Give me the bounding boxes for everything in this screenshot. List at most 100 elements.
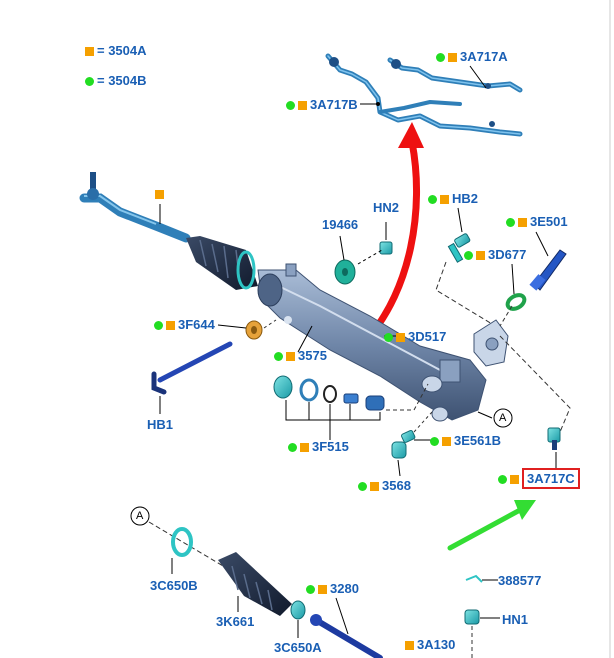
green-dot-marker bbox=[154, 321, 163, 330]
orange-square-marker bbox=[298, 101, 307, 110]
label-A-lower: A bbox=[136, 509, 143, 523]
label-3D677-text: 3D677 bbox=[488, 247, 527, 262]
bolt-HB1 bbox=[151, 341, 233, 395]
label-A-upper: A bbox=[499, 411, 506, 425]
label-HN1: HN1 bbox=[502, 613, 528, 627]
label-HB2-text: HB2 bbox=[452, 191, 479, 206]
label-3A717B: 3A717B bbox=[286, 98, 358, 112]
nut-3568 bbox=[391, 441, 407, 459]
bushing-3F644 bbox=[245, 320, 263, 340]
label-3F515-text: 3F515 bbox=[312, 439, 349, 454]
label-3F644-text: 3F644 bbox=[178, 317, 215, 332]
steering-gear-housing bbox=[257, 263, 487, 422]
label-3575-text: 3575 bbox=[298, 348, 327, 363]
green-dot-marker bbox=[306, 585, 315, 594]
valve-housing bbox=[473, 319, 509, 367]
label-3F515: 3F515 bbox=[288, 440, 349, 454]
label-388577-text: 388577 bbox=[498, 573, 542, 588]
label-3504A-marker-only bbox=[155, 187, 167, 201]
legend-orange: = 3504A bbox=[85, 44, 147, 58]
orange-square-marker bbox=[300, 443, 309, 452]
orange-square-marker bbox=[476, 251, 485, 260]
label-3C650B-text: 3C650B bbox=[150, 578, 198, 593]
orange-square-marker bbox=[442, 437, 451, 446]
label-3A130: 3A130 bbox=[405, 638, 455, 652]
red-callout-arrow bbox=[364, 122, 424, 342]
orange-square-marker bbox=[448, 53, 457, 62]
orange-square-marker bbox=[440, 195, 449, 204]
label-3A717B-text: 3A717B bbox=[310, 97, 358, 112]
nut-HN1 bbox=[464, 609, 480, 625]
label-3E561B-text: 3E561B bbox=[454, 433, 501, 448]
seal-kit-3F515 bbox=[273, 375, 385, 411]
outer-tie-rod-left bbox=[79, 172, 191, 243]
seal-19466 bbox=[334, 259, 356, 285]
label-HN1-text: HN1 bbox=[502, 612, 529, 627]
label-HN2: HN2 bbox=[373, 201, 399, 215]
fitting-3E561B bbox=[401, 429, 416, 443]
green-dot-marker bbox=[274, 352, 283, 361]
orange-square-marker bbox=[166, 321, 175, 330]
boot-3K661 bbox=[218, 552, 292, 616]
label-HB2: HB2 bbox=[428, 192, 478, 206]
green-dot-marker bbox=[286, 101, 295, 110]
green-dot-marker bbox=[358, 482, 367, 491]
label-3A130-text: 3A130 bbox=[417, 637, 456, 652]
label-3C650B: 3C650B bbox=[150, 579, 198, 593]
legend-orange-text: = 3504A bbox=[97, 43, 147, 58]
green-dot-marker bbox=[384, 333, 393, 342]
label-3280: 3280 bbox=[306, 582, 359, 596]
label-3280-text: 3280 bbox=[330, 581, 359, 596]
pressure-tube-assembly bbox=[325, 53, 523, 137]
green-dot-marker bbox=[464, 251, 473, 260]
orange-square-marker bbox=[370, 482, 379, 491]
oring-3D677 bbox=[505, 293, 527, 311]
label-3D677: 3D677 bbox=[464, 248, 526, 262]
label-HB1-text: HB1 bbox=[147, 417, 174, 432]
green-dot-marker bbox=[428, 195, 437, 204]
green-dot-marker bbox=[436, 53, 445, 62]
green-dot-marker bbox=[288, 443, 297, 452]
label-HB1: HB1 bbox=[147, 418, 173, 432]
legend-green-text: = 3504B bbox=[97, 73, 147, 88]
label-3C650A: 3C650A bbox=[274, 641, 322, 655]
orange-square-marker bbox=[155, 190, 164, 199]
orange-square-marker bbox=[405, 641, 414, 650]
reference-circle-A-upper bbox=[493, 408, 513, 428]
label-3A717A: 3A717A bbox=[436, 50, 508, 64]
label-A-lower-text: A bbox=[136, 510, 144, 522]
orange-square-marker bbox=[396, 333, 405, 342]
orange-square-marker bbox=[286, 352, 295, 361]
bolt-HB2 bbox=[447, 233, 471, 263]
label-3D517-text: 3D517 bbox=[408, 329, 447, 344]
label-3D517: 3D517 bbox=[384, 330, 446, 344]
label-A-upper-text: A bbox=[499, 412, 507, 424]
label-3F644: 3F644 bbox=[154, 318, 215, 332]
label-3568: 3568 bbox=[358, 479, 411, 493]
label-3A717C-highlighted-text: 3A717C bbox=[522, 468, 580, 489]
left-boot bbox=[186, 236, 258, 290]
green-dot-marker bbox=[430, 437, 439, 446]
label-3K661-text: 3K661 bbox=[216, 614, 255, 629]
label-3E561B: 3E561B bbox=[430, 434, 501, 448]
sensor-3A717C bbox=[547, 427, 561, 450]
orange-square-marker bbox=[318, 585, 327, 594]
clamp-3C650A bbox=[290, 600, 306, 620]
part-3E501 bbox=[529, 249, 567, 291]
clip-388577 bbox=[465, 574, 483, 583]
label-19466: 19466 bbox=[322, 218, 358, 232]
inner-tie-rod-3280 bbox=[310, 614, 383, 658]
label-3K661: 3K661 bbox=[216, 615, 254, 629]
legend-green: = 3504B bbox=[85, 74, 147, 88]
label-3E501: 3E501 bbox=[506, 215, 568, 229]
green-callout-arrow bbox=[447, 500, 536, 551]
label-388577: 388577 bbox=[498, 574, 541, 588]
label-3E501-text: 3E501 bbox=[530, 214, 568, 229]
label-3568-text: 3568 bbox=[382, 478, 411, 493]
leader-3A717A bbox=[469, 65, 487, 89]
label-3575: 3575 bbox=[274, 349, 327, 363]
label-HN2-text: HN2 bbox=[373, 200, 400, 215]
orange-square-marker bbox=[85, 47, 94, 56]
green-dot-marker bbox=[85, 77, 94, 86]
